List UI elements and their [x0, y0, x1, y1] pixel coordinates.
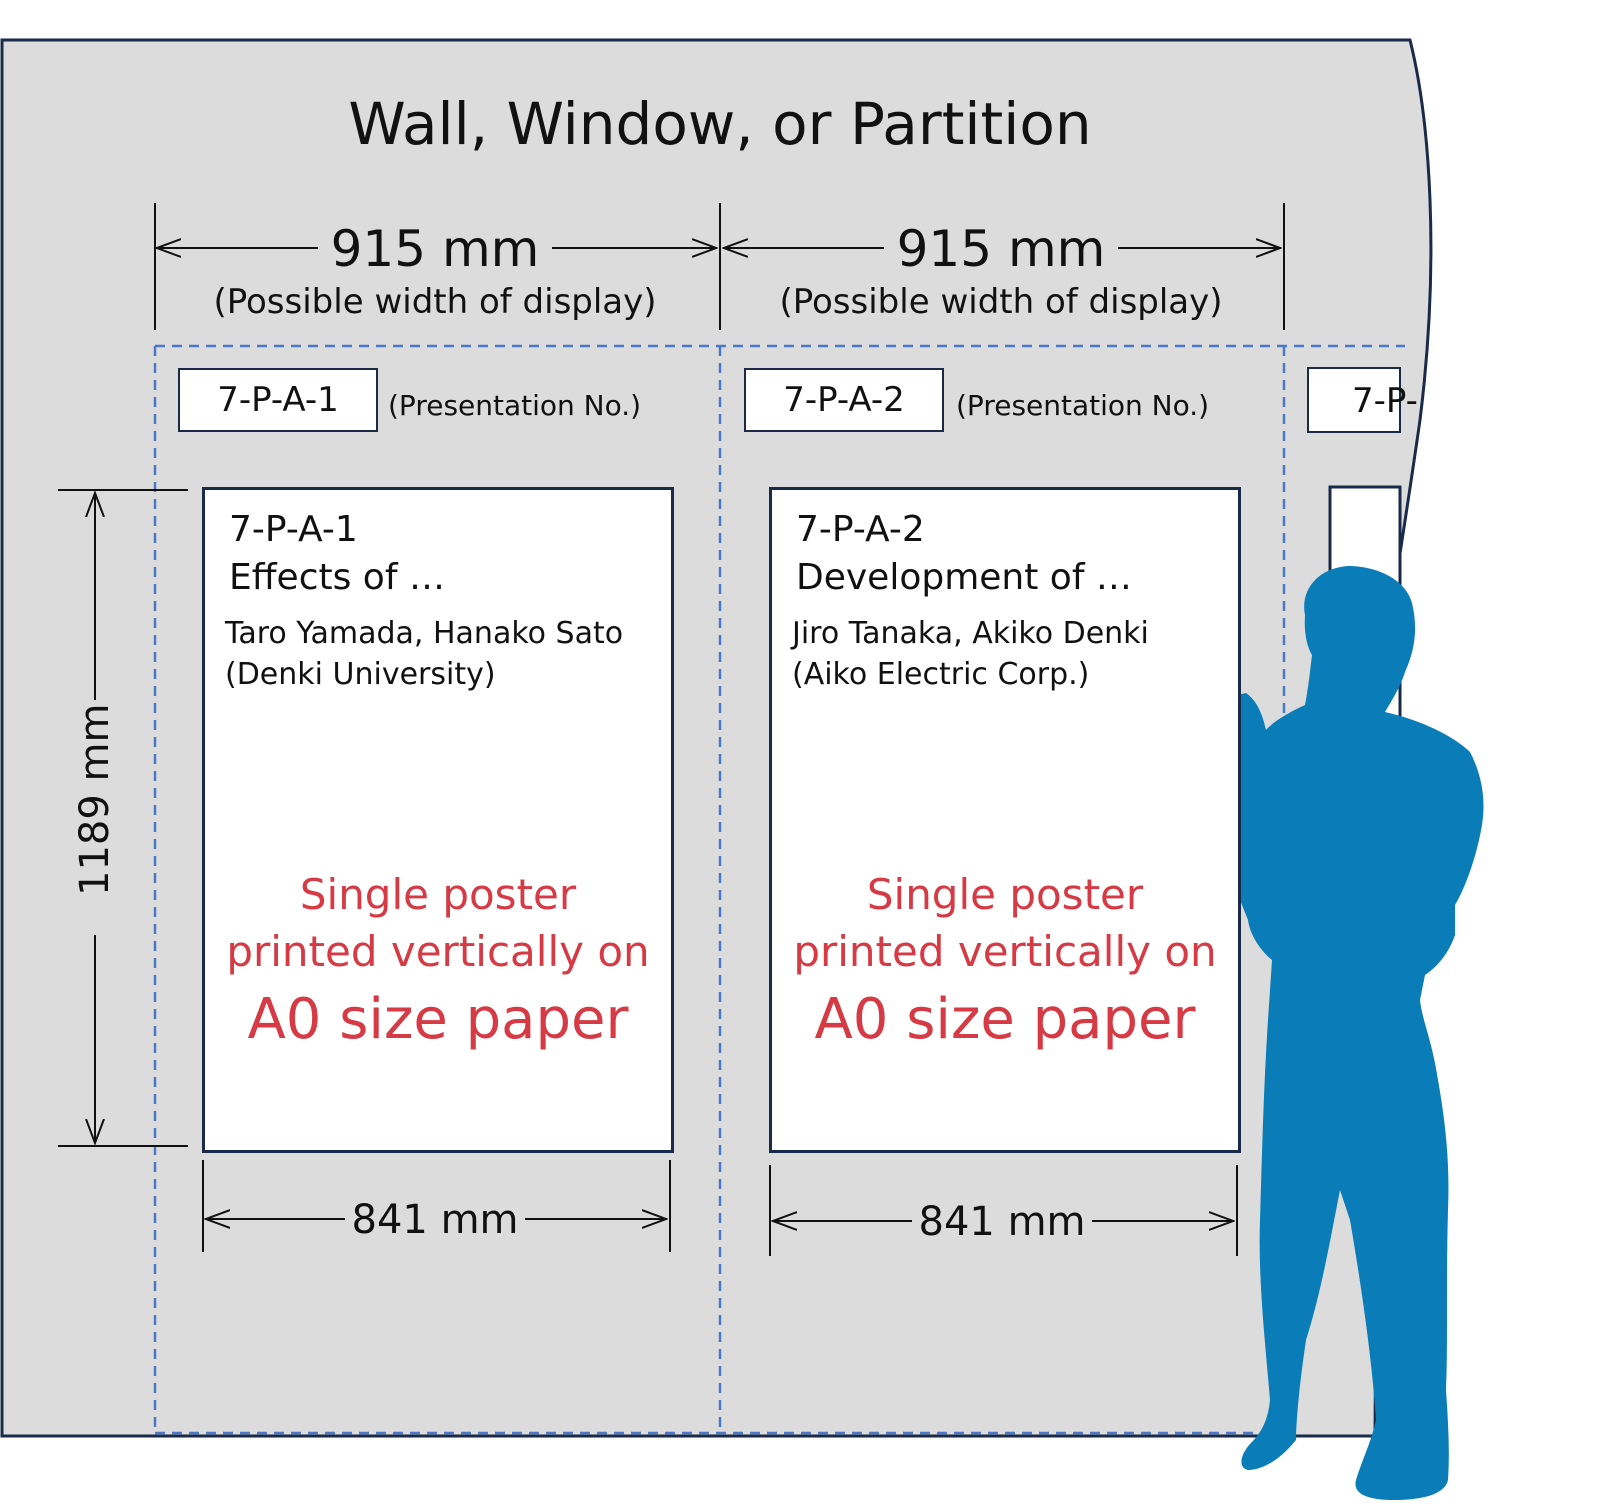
display-width-label-2: 915 mm	[896, 220, 1106, 278]
poster-2: 7-P-A-2 Development of … Jiro Tanaka, Ak…	[769, 487, 1241, 1153]
poster-authors: Jiro Tanaka, Akiko Denki	[792, 616, 1149, 651]
poster-width-label-2: 841 mm	[918, 1199, 1086, 1245]
poster-note-line1: Single poster	[299, 870, 577, 919]
poster-title: Effects of …	[229, 557, 445, 598]
poster-height-label: 1189 mm	[72, 703, 118, 896]
poster-note-line2: printed vertically on	[793, 927, 1217, 976]
display-width-label-1: 915 mm	[330, 220, 540, 278]
presentation-number-label-1: (Presentation No.)	[388, 389, 642, 422]
poster-affiliation: (Denki University)	[225, 657, 496, 692]
presentation-number-box-1: 7-P-A-1	[178, 368, 378, 432]
poster-title: Development of …	[796, 557, 1132, 598]
presentation-number-label-2: (Presentation No.)	[956, 389, 1210, 422]
presentation-number-box-2: 7-P-A-2	[744, 368, 944, 432]
poster-id: 7-P-A-1	[229, 509, 358, 550]
display-width-note-2: (Possible width of display)	[779, 282, 1223, 322]
poster-note-line1: Single poster	[866, 870, 1144, 919]
display-width-note-1: (Possible width of display)	[213, 282, 657, 322]
poster-id: 7-P-A-2	[796, 509, 925, 550]
poster-width-label-1: 841 mm	[351, 1197, 519, 1243]
poster-note-line3: A0 size paper	[247, 987, 629, 1052]
poster-height-dimension	[58, 489, 188, 1147]
poster-1: 7-P-A-1 Effects of … Taro Yamada, Hanako…	[202, 487, 674, 1153]
poster-note-line3: A0 size paper	[814, 987, 1196, 1052]
person-silhouette-icon	[1162, 566, 1484, 1500]
poster-authors: Taro Yamada, Hanako Sato	[225, 616, 624, 651]
page-title: Wall, Window, or Partition	[348, 90, 1092, 158]
poster-width-dimension	[202, 1160, 1238, 1256]
display-width-dimension	[154, 203, 1285, 330]
poster-affiliation: (Aiko Electric Corp.)	[792, 657, 1090, 692]
poster-note-line2: printed vertically on	[226, 927, 650, 976]
presentation-number-partial-3: 7-P-	[1352, 381, 1418, 421]
